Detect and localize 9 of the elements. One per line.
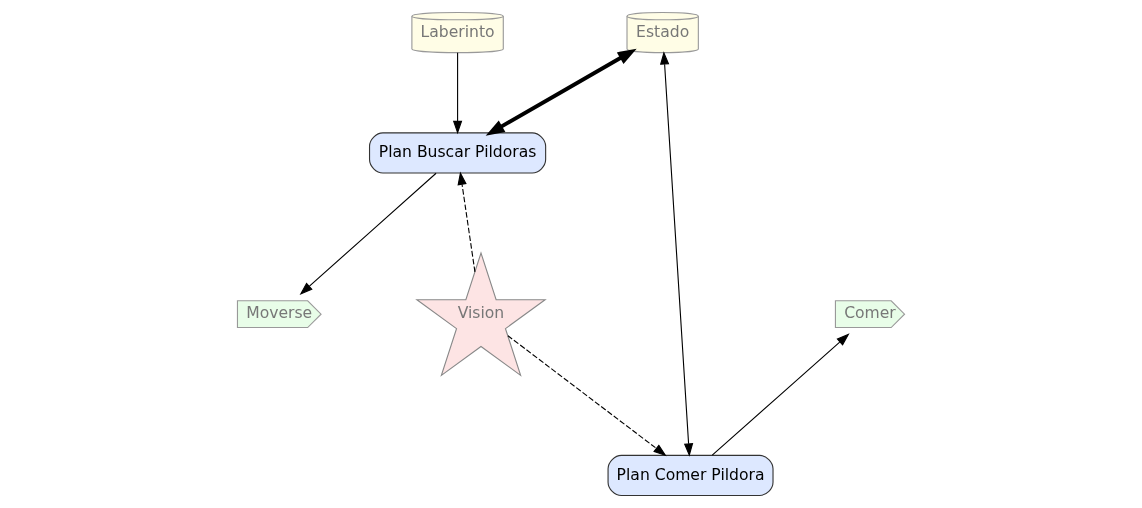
arrow bbox=[485, 48, 637, 136]
node-box: Plan Buscar Pildoras bbox=[369, 132, 547, 174]
arrow bbox=[507, 335, 667, 457]
arrow bbox=[711, 333, 850, 456]
arrow bbox=[452, 52, 463, 135]
arrow bbox=[659, 51, 694, 457]
arrow bbox=[299, 172, 437, 295]
node-box: Plan Comer Pildora bbox=[607, 454, 774, 497]
arrow bbox=[457, 171, 476, 273]
